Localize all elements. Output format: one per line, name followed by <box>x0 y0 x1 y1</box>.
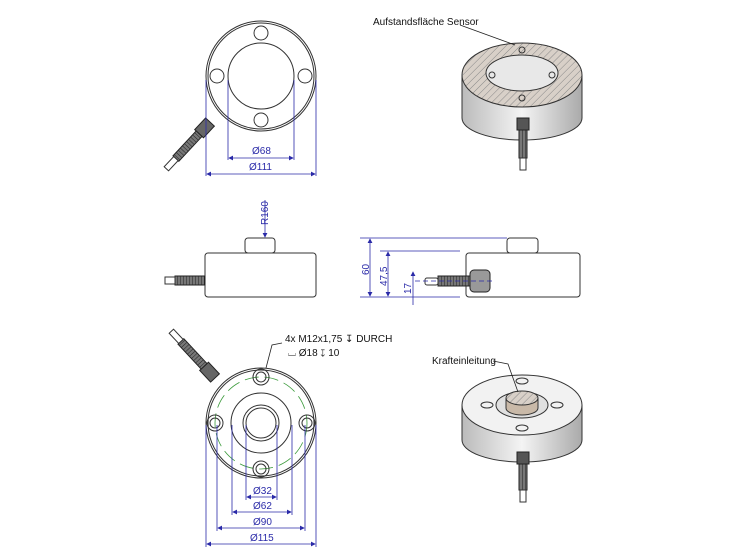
cable <box>163 117 216 172</box>
label-thread-line2: ⌴ Ø18 ↧ 10 <box>288 348 340 359</box>
dim-top-inner: Ø68 <box>252 146 271 157</box>
dim-bottom-115: Ø115 <box>250 533 274 544</box>
iso-view-bottom: Krafteinleitung <box>432 356 583 503</box>
top-view: Ø68 Ø111 <box>163 20 317 177</box>
dim-height-body: 47,5 <box>379 266 390 286</box>
label-thread-line1: 4x M12x1,75 ↧ DURCH <box>285 334 392 345</box>
dim-bottom-32: Ø32 <box>253 486 272 497</box>
side-view-right: 60 47,5 17 <box>360 237 581 305</box>
bottom-view: 4x M12x1,75 ↧ DURCH ⌴ Ø18 ↧ 10 Ø32 Ø62 Ø… <box>168 328 392 547</box>
dim-bottom-62: Ø62 <box>253 501 272 512</box>
dim-radius: R160 <box>260 201 271 225</box>
dim-top-outer: Ø111 <box>249 162 272 173</box>
dim-bottom-90: Ø90 <box>253 517 272 528</box>
label-force-introduction: Krafteinleitung <box>432 356 496 367</box>
side-view-left: R160 <box>164 200 317 298</box>
iso-view-top: Aufstandsfläche Sensor <box>373 17 583 171</box>
dim-height-total: 60 <box>361 263 372 275</box>
label-support-surface: Aufstandsfläche Sensor <box>373 17 479 28</box>
dim-height-cable: 17 <box>403 282 414 294</box>
